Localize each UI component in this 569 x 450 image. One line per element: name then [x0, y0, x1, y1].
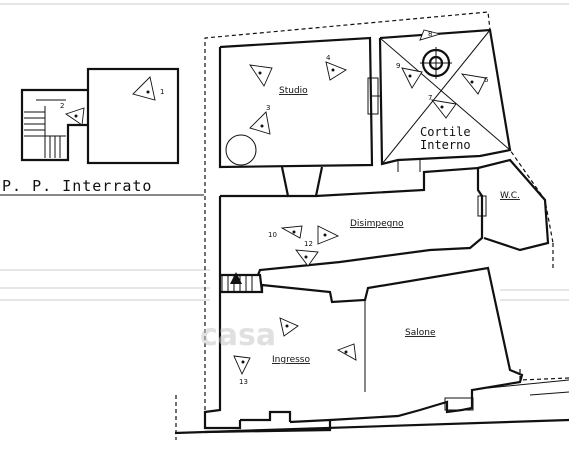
svg-text:9: 9 — [396, 62, 400, 70]
floor-title: P. P. Interrato — [2, 177, 152, 195]
svg-text:8: 8 — [428, 30, 432, 38]
photo-point-4: 4 — [325, 54, 347, 81]
photo-point-11 — [317, 225, 340, 245]
svg-text:12: 12 — [304, 240, 313, 248]
svg-text:10: 10 — [268, 231, 277, 239]
photo-point-13: 13 — [233, 355, 251, 386]
photo-point-7: 7 — [428, 94, 457, 119]
svg-text:7: 7 — [428, 94, 432, 102]
watermark: casa — [200, 318, 276, 353]
photo-point-9: 9 — [396, 62, 423, 89]
cortile-label-1: Cortile — [420, 125, 471, 139]
photo-point-6: 6 — [460, 73, 489, 95]
cortile-label-2: Interno — [420, 138, 471, 152]
basement-plan — [20, 67, 180, 165]
room-wc: W.C. — [477, 158, 550, 252]
svg-text:2: 2 — [60, 102, 64, 110]
room-disimpegno: Disimpegno — [218, 166, 484, 292]
staircase — [220, 272, 264, 294]
photo-point-2: 2 — [60, 102, 85, 126]
photo-point-1: 1 — [132, 76, 164, 101]
svg-text:4: 4 — [326, 54, 331, 62]
photo-point-12: 12 — [295, 240, 319, 267]
round-column — [225, 134, 257, 166]
room-studio: Studio — [218, 36, 380, 169]
svg-text:1: 1 — [160, 88, 164, 96]
svg-text:13: 13 — [239, 378, 248, 386]
basement-stair-room — [20, 88, 88, 162]
basement-room — [86, 67, 180, 165]
disimpegno-label: Disimpegno — [350, 219, 404, 229]
photo-point-8: 8 — [419, 29, 442, 41]
stair-arrow-icon — [230, 272, 242, 284]
photo-point-salone — [336, 343, 357, 361]
wc-label: W.C. — [500, 191, 520, 201]
ingresso-label: Ingresso — [272, 355, 310, 365]
salone-label: Salone — [405, 328, 436, 338]
street-line — [174, 418, 569, 435]
photo-point-5 — [249, 64, 273, 87]
room-salone: Salone — [260, 266, 524, 424]
room-ingresso: Ingresso — [203, 292, 332, 434]
passage — [280, 166, 324, 198]
svg-text:6: 6 — [484, 76, 489, 84]
room-cortile-interno: Cortile Interno — [378, 28, 512, 172]
photo-point-10: 10 — [268, 225, 303, 239]
photo-point-ingresso — [279, 317, 299, 337]
studio-label: Studio — [279, 86, 308, 96]
svg-text:3: 3 — [266, 104, 270, 112]
photo-point-3: 3 — [249, 104, 271, 135]
